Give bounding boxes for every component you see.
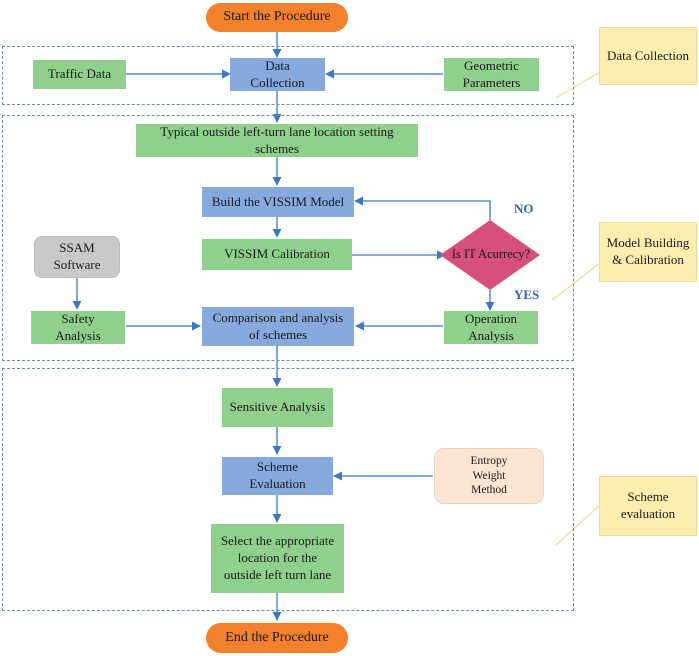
entropy-weight-method-box: Entropy Weight Method [434, 448, 544, 504]
start-terminal: Start the Procedure [206, 3, 348, 32]
ssam-software-box: SSAM Software [34, 236, 120, 278]
note-scheme-evaluation: Scheme evaluation [599, 476, 697, 536]
decision-diamond [440, 220, 540, 290]
yes-branch-label: YES [514, 287, 540, 302]
vissim-calibration-box: VISSIM Calibration [202, 239, 352, 270]
section-scheme-evaluation [2, 368, 574, 611]
geometric-parameters-box: Geometric Parameters [444, 58, 539, 91]
note-model-building: Model Building & Calibration [599, 222, 697, 282]
scheme-evaluation-box: Scheme Evaluation [222, 457, 333, 495]
callout-line-data [555, 71, 601, 99]
sensitive-analysis-box: Sensitive Analysis [222, 388, 333, 427]
data-collection-box: Data Collection [230, 58, 325, 91]
build-vissim-model-box: Build the VISSIM Model [202, 187, 354, 217]
arrow-decision-no-to-build [354, 196, 491, 220]
callout-line-model [551, 262, 601, 301]
decision-label: Is IT Acurrecy? [451, 247, 531, 261]
note-data-collection: Data Collection [599, 27, 697, 85]
comparison-analysis-box: Comparison and analysis of schemes [202, 307, 354, 346]
traffic-data-box: Traffic Data [33, 60, 126, 89]
safety-analysis-box: Safety Analysis [31, 311, 125, 344]
callout-line-scheme [555, 504, 601, 546]
section-data-collection [2, 46, 574, 105]
typical-schemes-box: Typical outside left-turn lane location … [136, 124, 418, 157]
operation-analysis-box: Operation Analysis [444, 311, 538, 344]
select-location-box: Select the appropriate location for the … [211, 524, 344, 593]
end-terminal: End the Procedure [206, 623, 348, 653]
section-model-building [2, 115, 574, 361]
no-branch-label: NO [514, 201, 534, 216]
